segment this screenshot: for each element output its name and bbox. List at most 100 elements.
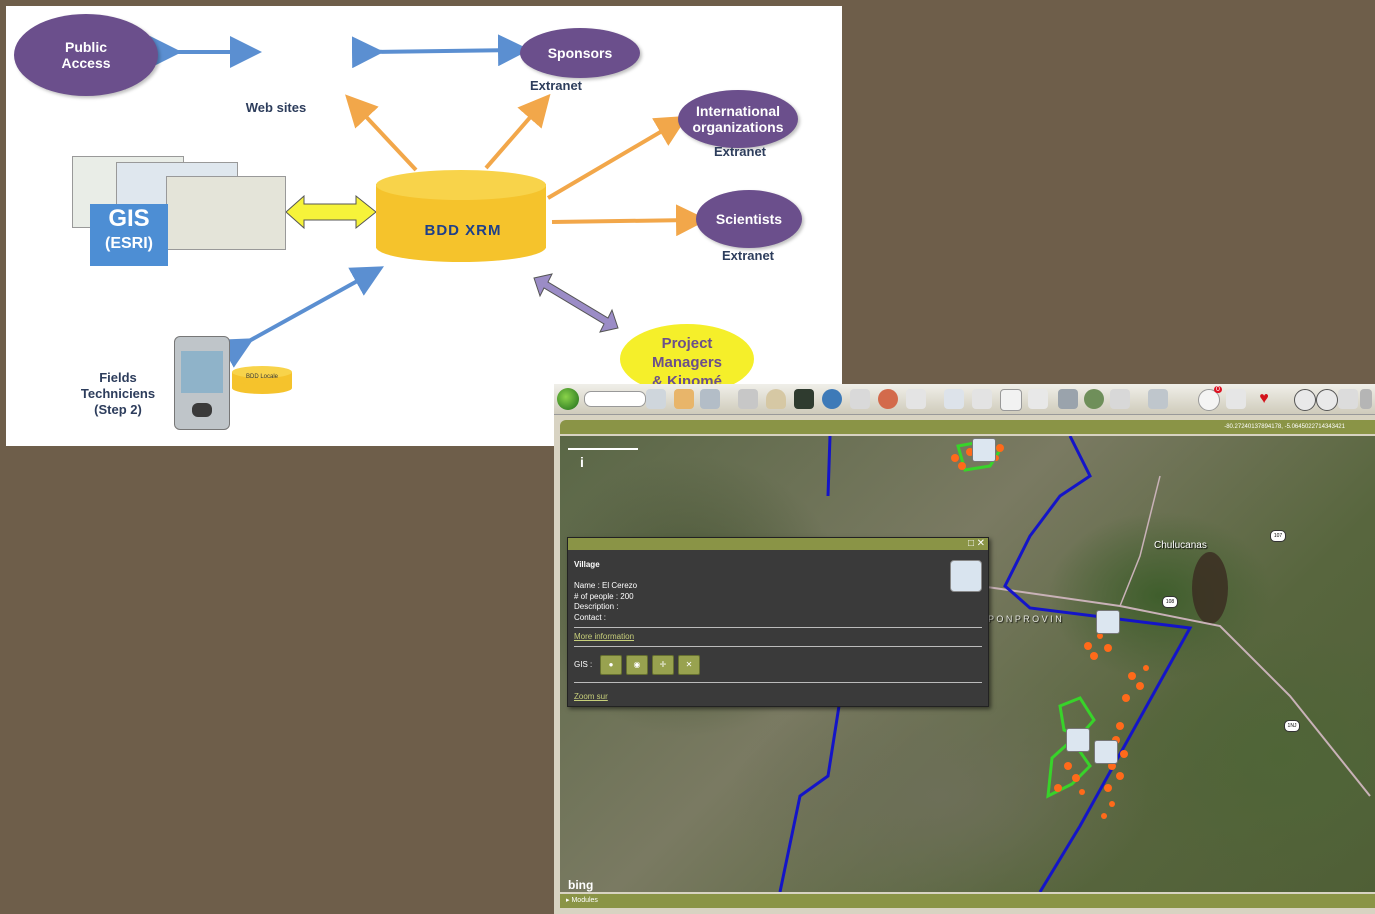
newspaper-icon[interactable] (1110, 389, 1130, 409)
map-scale-bar (568, 442, 638, 450)
calculator-icon[interactable] (794, 389, 814, 409)
village-marker-icon[interactable] (972, 438, 996, 462)
road-gray (979, 585, 1371, 797)
arrow-gis-bdd (285, 194, 377, 230)
more-information-link[interactable]: More information (574, 632, 635, 641)
coordinates-readout: -80.27240137894178, -5.0645022714343421 (1224, 424, 1345, 430)
target-icon[interactable] (878, 389, 898, 409)
ribbon-icon[interactable] (1226, 389, 1246, 409)
intl-extranet-label: Extranet (713, 144, 767, 159)
web-sites-label: Web sites (245, 100, 307, 115)
bdd-xrm-database (376, 166, 546, 266)
village-info-popup: □ ✕ Village Name : El Cerezo # of people… (567, 537, 989, 707)
scientists-node: Scientists (696, 190, 802, 248)
clock-icon[interactable] (1198, 389, 1220, 411)
info-icon[interactable]: i (580, 454, 584, 470)
project-managers-node: Project Managers & Kinomé (620, 324, 754, 394)
maximize-icon[interactable]: □ (967, 538, 974, 549)
gis-label: GIS : (574, 660, 593, 669)
popup-divider (574, 646, 982, 647)
road-shield-1nj: 1NJ (1284, 720, 1300, 732)
gis-move-button[interactable]: ✛ (652, 655, 674, 675)
arrow-bdd-scientists (551, 204, 708, 237)
scientists-extranet-label: Extranet (721, 248, 775, 263)
pda-device-icon (174, 336, 230, 430)
arrow-bdd-intl (546, 115, 688, 200)
city-label: Chulucanas (1154, 540, 1207, 551)
card-icon[interactable] (850, 389, 870, 409)
close-icon[interactable]: ✕ (976, 538, 985, 549)
checklist-icon[interactable] (972, 389, 992, 409)
village-marker-icon[interactable] (1066, 728, 1090, 752)
popup-name: Name : El Cerezo (574, 581, 638, 590)
diagram-slide: Public Access Web sites Sponsors Extrane… (6, 6, 842, 446)
popup-title: Village (574, 560, 600, 569)
gis-subtitle: (ESRI) (105, 235, 153, 252)
info-globe-icon[interactable] (822, 389, 842, 409)
boundary-line-2 (1003, 436, 1193, 892)
bing-logo: bing (568, 878, 594, 892)
road-shield-108: 108 (1162, 596, 1178, 608)
fields-technicians-label: Fields Techniciens (Step 2) (80, 370, 156, 417)
satellite-map[interactable]: i Chulucanas P O N P R O V I N 107 108 1… (560, 436, 1375, 892)
globe-icon[interactable] (557, 388, 579, 410)
coordinates-bar: -80.27240137894178, -5.0645022714343421 (560, 420, 1375, 434)
gis-delete-button[interactable]: ✕ (678, 655, 700, 675)
gis-esri-box: GIS (ESRI) (90, 204, 168, 266)
road-shield-107: 107 (1270, 530, 1286, 542)
bdd-xrm-label: BDD XRM (424, 222, 502, 239)
zoom-link[interactable]: Zoom sur (574, 692, 608, 701)
grid-icon[interactable] (700, 389, 720, 409)
popup-divider (574, 682, 982, 683)
sponsors-node: Sponsors (520, 28, 640, 78)
heart-icon[interactable]: ♥ (1259, 390, 1269, 407)
boundary-line-1 (826, 436, 832, 497)
gis-screenshot-front (166, 176, 286, 250)
diagram-arrows (150, 34, 708, 368)
popup-people: # of people : 200 (574, 592, 634, 601)
world-icon[interactable] (1084, 389, 1104, 409)
forward-icon[interactable] (1316, 389, 1338, 411)
calendar-icon[interactable] (944, 389, 964, 409)
building-icon[interactable] (1148, 389, 1168, 409)
modules-bar[interactable]: ▸ Modules (560, 894, 1375, 908)
village-marker-icon[interactable] (1094, 740, 1118, 764)
search-icon[interactable] (646, 389, 666, 409)
popup-description: Description : (574, 602, 619, 611)
clipboard-icon[interactable] (906, 389, 926, 409)
document-icon[interactable] (738, 389, 758, 409)
village-marker-icon[interactable] (1096, 610, 1120, 634)
settings-icon[interactable] (1360, 389, 1372, 409)
gis-pin-button[interactable]: ● (600, 655, 622, 675)
mountain-shape (1192, 552, 1228, 624)
modules-label: Modules (571, 897, 598, 904)
road-gray-2 (1119, 475, 1161, 607)
village-hut-icon (950, 560, 982, 592)
gis-title: GIS (108, 205, 150, 232)
back-icon[interactable] (1294, 389, 1316, 411)
arrow-bdd-web (345, 94, 418, 172)
sponsors-extranet-label: Extranet (529, 78, 583, 93)
mail-icon[interactable] (1000, 389, 1022, 411)
satellite-icon[interactable] (1058, 389, 1078, 409)
search-input[interactable] (584, 391, 646, 407)
clock-badge: 0 (1214, 386, 1222, 393)
international-organizations-node: International organizations (678, 90, 798, 148)
local-database-label: BDD Locale (245, 374, 278, 380)
helmet-icon[interactable] (766, 389, 786, 409)
popup-divider (574, 627, 982, 628)
public-access-node: Public Access (14, 14, 158, 96)
gis-shield-button[interactable]: ◉ (626, 655, 648, 675)
home-icon[interactable] (1338, 389, 1358, 409)
popup-contact: Contact : (574, 613, 607, 622)
arrow-web-sponsors (351, 34, 530, 69)
area-label: P O N P R O V I N (988, 614, 1062, 624)
pen-icon[interactable] (1028, 389, 1048, 409)
users-icon[interactable] (674, 389, 694, 409)
popup-header: □ ✕ (568, 538, 988, 550)
arrow-bdd-sponsors (484, 93, 551, 170)
local-database-icon (232, 366, 292, 394)
toolbar: 0 ♥ (554, 384, 1375, 415)
arrow-field-bdd (218, 266, 384, 368)
map-application-window: 0 ♥ -80.27240137894178, -5.0645022714343… (554, 384, 1375, 914)
